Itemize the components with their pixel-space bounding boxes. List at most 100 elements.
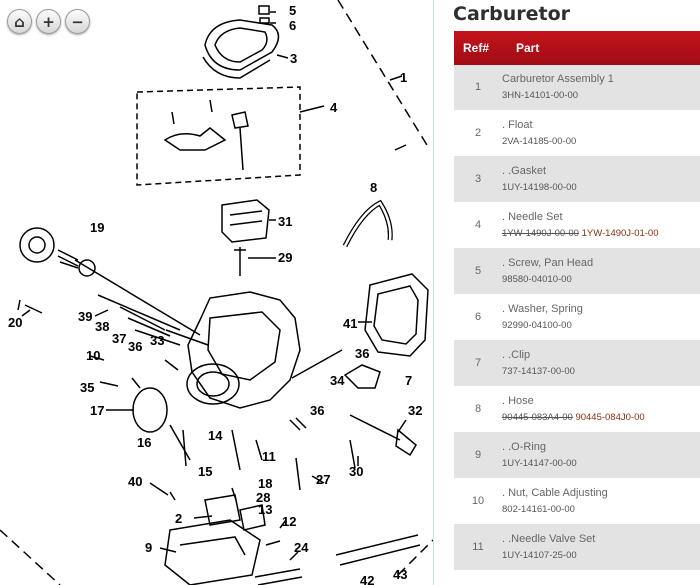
callout-15[interactable]: 15 [198, 464, 212, 479]
callout-12[interactable]: 12 [282, 514, 296, 529]
zoom-in-button[interactable]: + [36, 9, 61, 34]
callout-10[interactable]: 10 [86, 348, 100, 363]
column-header-part[interactable]: Part [516, 41, 540, 55]
callout-31[interactable]: 31 [278, 214, 292, 229]
part-number-cell: 92990-04100-00 [502, 320, 572, 331]
ref-number: 8 [474, 403, 482, 415]
callout-3[interactable]: 3 [290, 51, 297, 66]
callout-34[interactable]: 34 [330, 373, 345, 388]
callout-24[interactable]: 24 [294, 540, 309, 555]
callout-28[interactable]: 28 [256, 490, 270, 505]
callout-17[interactable]: 17 [90, 403, 104, 418]
zoom-controls: ⌂ + − [7, 9, 90, 34]
callout-40[interactable]: 40 [128, 474, 142, 489]
part-number-cell: 2VA-14185-00-00 [502, 136, 576, 147]
ref-number: 1 [474, 81, 482, 93]
callout-32[interactable]: 32 [408, 403, 422, 418]
table-row[interactable]: 11 . .Needle Valve Set 1UY-14107-25-00 [454, 525, 700, 571]
part-name[interactable]: . Washer, Spring [502, 303, 583, 315]
callout-11[interactable]: 11 [262, 449, 276, 464]
ref-number: 11 [472, 541, 484, 553]
callout-37[interactable]: 37 [112, 331, 126, 346]
table-row[interactable]: 9 . .O-Ring 1UY-14147-00-00 [454, 433, 700, 479]
table-row[interactable]: 4 . Needle Set 1YW-1490J-00-00 1YW-1490J-0… [454, 203, 700, 249]
table-row[interactable]: 7 . .Clip 737-14137-00-00 [454, 341, 700, 387]
table-row[interactable]: 8 . Hose 90445-083A4-00 90445-084J0-00 [454, 387, 700, 433]
callout-1[interactable]: 1 [400, 70, 407, 85]
part-number-cell: 737-14137-00-00 [502, 366, 575, 377]
part-number-link[interactable]: 90445-084J0-00 [575, 412, 645, 423]
callout-27[interactable]: 27 [316, 472, 330, 487]
part-number-link[interactable]: 1YW-1490J-01-00 [581, 228, 659, 239]
part-number-cell: 1UY-14198-00-00 [502, 182, 577, 193]
parts-list-panel: Carburetor Ref# Part 1 Carburetor Assembl… [444, 0, 700, 585]
part-number: 802-14161-00-00 [502, 504, 575, 515]
part-name[interactable]: . .Gasket [502, 165, 547, 177]
zoom-out-button[interactable]: − [65, 9, 90, 34]
callout-39[interactable]: 39 [78, 309, 92, 324]
table-row[interactable]: 6 . Washer, Spring 92990-04100-00 [454, 295, 700, 341]
ref-number: 6 [474, 311, 482, 323]
part-name[interactable]: Carburetor Assembly 1 [502, 73, 614, 85]
callout-16[interactable]: 16 [137, 435, 151, 450]
page-title: Carburetor [453, 3, 571, 25]
part-number: 3HN-14101-00-00 [502, 90, 579, 101]
callout-41[interactable]: 41 [343, 316, 357, 331]
part-number: 1UY-14198-00-00 [502, 182, 577, 193]
exploded-diagram-panel[interactable]: ⌂ + − [0, 0, 434, 585]
callout-30[interactable]: 30 [349, 464, 363, 479]
part-name[interactable]: . .Needle Valve Set [502, 533, 596, 545]
ref-number: 5 [474, 265, 482, 277]
part-number-cell: 1YW-1490J-00-00 1YW-1490J-01-00 [502, 228, 659, 239]
part-name[interactable]: . Screw, Pan Head [502, 257, 594, 269]
callout-18[interactable]: 18 [258, 476, 272, 491]
callout-38[interactable]: 38 [95, 319, 109, 334]
parts-table-header: Ref# Part [454, 31, 700, 65]
callout-2[interactable]: 2 [175, 511, 182, 526]
callout-33[interactable]: 33 [150, 333, 164, 348]
callout-36a[interactable]: 36 [128, 339, 142, 354]
callout-4[interactable]: 4 [330, 100, 338, 115]
home-icon[interactable]: ⌂ [7, 9, 32, 34]
ref-number: 9 [474, 449, 482, 461]
part-name[interactable]: . Float [502, 119, 533, 131]
column-header-ref[interactable]: Ref# [463, 41, 490, 55]
callout-20[interactable]: 20 [8, 315, 22, 330]
callout-43[interactable]: 43 [393, 567, 407, 582]
part-number-cell: 90445-083A4-00 90445-084J0-00 [502, 412, 645, 423]
callout-5[interactable]: 5 [289, 3, 296, 18]
part-name[interactable]: . .Clip [502, 349, 531, 361]
part-name[interactable]: . Hose [502, 395, 534, 407]
table-row[interactable]: 3 . .Gasket 1UY-14198-00-00 [454, 157, 700, 203]
table-row[interactable]: 1 Carburetor Assembly 1 3HN-14101-00-00 [454, 65, 700, 111]
superseded-part-number: 1YW-1490J-00-00 [502, 228, 579, 239]
callout-36c[interactable]: 36 [310, 403, 324, 418]
callout-36b[interactable]: 36 [355, 346, 369, 361]
carburetor-exploded-diagram: 1 2 3 4 5 6 7 8 9 10 11 12 13 14 15 16 1… [0, 0, 433, 585]
ref-number: 4 [474, 219, 482, 231]
callout-42[interactable]: 42 [360, 573, 374, 585]
callout-35[interactable]: 35 [80, 380, 94, 395]
ref-number: 7 [474, 357, 482, 369]
callout-9[interactable]: 9 [145, 540, 152, 555]
part-name[interactable]: . Nut, Cable Adjusting [502, 487, 608, 499]
callout-7[interactable]: 7 [405, 373, 412, 388]
callout-29[interactable]: 29 [278, 250, 292, 265]
part-number-cell: 802-14161-00-00 [502, 504, 575, 515]
callout-19[interactable]: 19 [90, 220, 104, 235]
ref-number: 3 [474, 173, 482, 185]
part-name[interactable]: . .O-Ring [502, 441, 547, 453]
callout-8[interactable]: 8 [370, 180, 377, 195]
callout-13[interactable]: 13 [258, 502, 272, 517]
part-name[interactable]: . Needle Set [502, 211, 563, 223]
part-number-cell: 3HN-14101-00-00 [502, 90, 578, 101]
superseded-part-number: 90445-083A4-00 [502, 412, 573, 423]
part-number: 1UY-14107-25-00 [502, 550, 577, 561]
part-number-cell: 1UY-14107-25-00 [502, 550, 577, 561]
callout-14[interactable]: 14 [208, 428, 223, 443]
callout-6[interactable]: 6 [289, 18, 296, 33]
part-number: 1UY-14147-00-00 [502, 458, 577, 469]
